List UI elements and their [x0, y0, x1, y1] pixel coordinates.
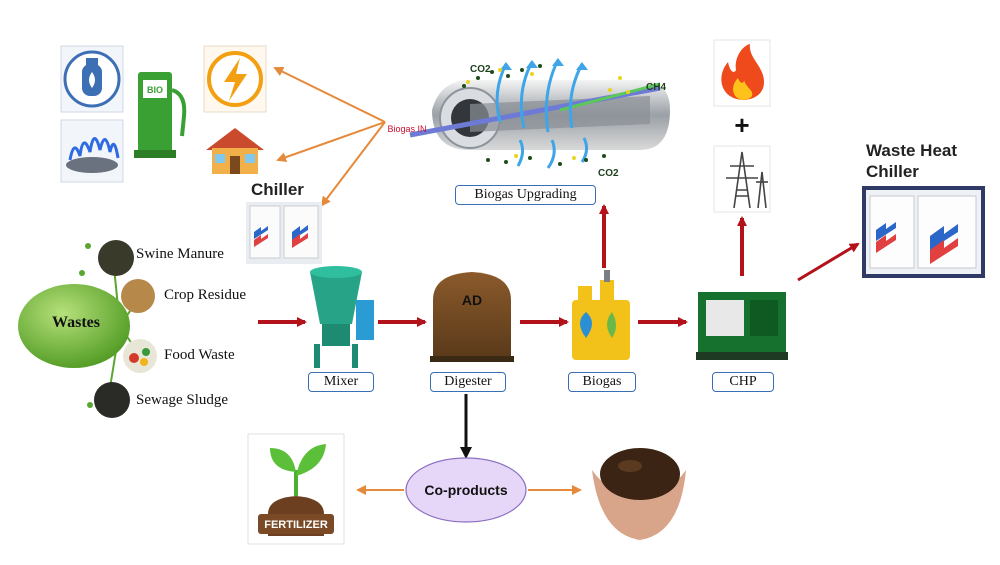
energy-uses-panel: BIO	[60, 45, 267, 183]
flame-heat-icon	[713, 39, 771, 107]
fertilizer-label: FERTILIZER	[264, 519, 328, 531]
house-icon	[206, 128, 264, 174]
biogas-label: Biogas	[568, 372, 636, 392]
mixer-label: Mixer	[308, 372, 374, 392]
waste-item-crop-residue: Crop Residue	[164, 287, 247, 303]
co2-top-label: CO2	[470, 64, 491, 75]
coproducts-label: Co-products	[424, 482, 507, 498]
biogas-upgrading-membrane-image	[409, 58, 670, 169]
waste-item-sewage-sludge: Sewage Sludge	[136, 392, 229, 408]
waste-heat-chiller-title-line2: Chiller	[866, 162, 919, 181]
biogas-upgrading-label: Biogas Upgrading	[455, 185, 596, 205]
food-waste-image	[123, 339, 157, 373]
biogas-plant-image	[572, 270, 630, 360]
ch4-label: CH4	[646, 82, 666, 93]
gas-burner-flame-icon	[66, 137, 120, 173]
biogas-in-label: Biogas IN	[387, 124, 426, 134]
energy-use-arrows	[273, 67, 386, 207]
fertilizer-bag-image	[247, 433, 345, 545]
chp-label: CHP	[712, 372, 774, 392]
wastes-cluster	[18, 240, 157, 418]
plus-sign: +	[734, 110, 749, 140]
waste-heat-chiller-title-line1: Waste Heat	[866, 141, 958, 160]
wastes-bubble	[18, 284, 130, 368]
waste-item-food-waste: Food Waste	[164, 347, 235, 363]
process-flow-arrows	[258, 204, 860, 327]
bio-pump-label: BIO	[147, 85, 163, 95]
coproducts-bubble	[405, 457, 527, 523]
chiller-title: Chiller	[251, 180, 304, 199]
power-transmission-tower-icon	[713, 145, 771, 213]
digester-ad-tag: AD	[462, 292, 482, 308]
anaerobic-digester-image	[428, 268, 516, 362]
waste-heat-chiller-image	[862, 186, 985, 278]
soil-hands-image	[586, 436, 686, 546]
chp-generator-image	[690, 280, 794, 364]
wastes-title: Wastes	[52, 314, 100, 331]
gas-cylinder-icon	[63, 50, 121, 108]
swine-manure-image	[98, 240, 134, 276]
chiller-unit-image	[246, 202, 322, 264]
mixer-image	[310, 266, 374, 368]
digester-label: Digester	[430, 372, 506, 392]
waste-item-swine-manure: Swine Manure	[136, 246, 224, 262]
lightning-bolt-icon	[207, 51, 263, 107]
bio-fuel-pump-icon: BIO	[130, 66, 190, 160]
crop-residue-image	[121, 279, 155, 313]
sewage-sludge-image	[94, 382, 130, 418]
co2-bottom-label: CO2	[598, 168, 619, 179]
waste-heat-chiller-title: Waste Heat Chiller	[866, 140, 957, 182]
